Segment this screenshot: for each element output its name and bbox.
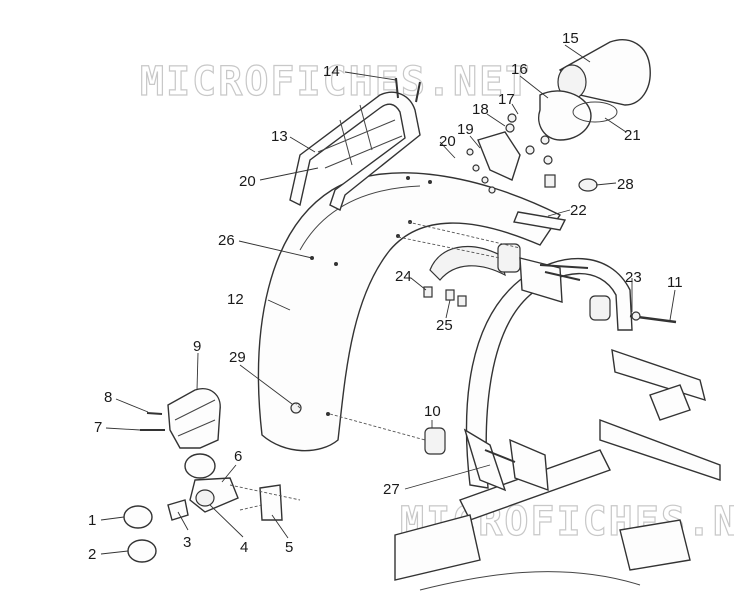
callout-7: 7 <box>94 419 102 436</box>
frame-loop <box>394 257 721 591</box>
tail-light-lens <box>557 39 651 106</box>
callout-16: 16 <box>511 61 528 78</box>
callout-27: 27 <box>383 481 400 498</box>
grab-rail-bolts <box>395 77 421 103</box>
callout-19: 19 <box>457 121 474 138</box>
callout-11: 11 <box>667 274 683 291</box>
callout-20a: 20 <box>239 173 256 190</box>
callout-24: 24 <box>395 268 412 285</box>
assembly-guide-lines <box>229 221 521 511</box>
callout-10: 10 <box>424 403 441 420</box>
callout-23: 23 <box>625 269 642 286</box>
callout-28: 28 <box>617 176 634 193</box>
callout-21: 21 <box>624 127 641 144</box>
callout-6: 6 <box>234 448 242 465</box>
callout-labels: 1 2 3 4 5 6 7 8 9 10 11 12 13 14 15 16 1… <box>88 30 683 563</box>
rubber-bushings <box>424 243 677 455</box>
callout-5: 5 <box>285 539 293 556</box>
callout-26: 26 <box>218 232 235 249</box>
fender-mount-bracket <box>463 257 589 492</box>
callout-25: 25 <box>436 317 453 334</box>
callout-18: 18 <box>472 101 489 118</box>
leader-lines <box>100 44 676 555</box>
callout-29: 29 <box>229 349 246 366</box>
fender-studs <box>423 286 467 307</box>
callout-4: 4 <box>240 539 248 556</box>
callout-17: 17 <box>498 91 515 108</box>
tail-light-housing <box>538 90 618 141</box>
callout-14: 14 <box>323 63 340 80</box>
callout-3: 3 <box>183 534 191 551</box>
callout-20b: 20 <box>439 133 456 150</box>
turn-signal-assembly <box>123 388 283 563</box>
license-plate-light <box>513 211 567 231</box>
rear-fender <box>257 172 562 452</box>
grab-rail <box>289 91 421 211</box>
callout-22: 22 <box>570 202 587 219</box>
callout-8: 8 <box>104 389 112 406</box>
callout-12: 12 <box>227 291 244 308</box>
watermark-top: MICROFICHES.NET <box>140 59 531 105</box>
callout-1: 1 <box>88 512 96 529</box>
callout-15: 15 <box>562 30 579 47</box>
tail-light-hardware <box>466 113 598 194</box>
callout-9: 9 <box>193 338 201 355</box>
callout-2: 2 <box>88 546 96 563</box>
callout-13: 13 <box>271 128 288 145</box>
